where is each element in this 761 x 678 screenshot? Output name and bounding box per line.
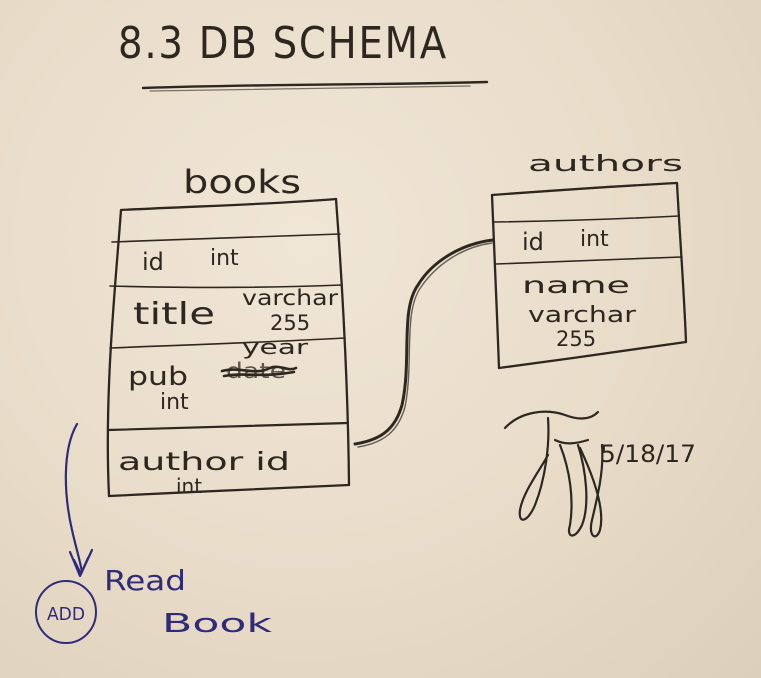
- books-field-author-id-type: int: [176, 474, 202, 498]
- authors-table-left: [490, 193, 501, 370]
- books-field-title-name: title: [133, 297, 215, 332]
- authors-table-title: authors: [528, 152, 683, 177]
- books-divider-1: [111, 233, 341, 243]
- authors-field-id-type: int: [580, 227, 609, 252]
- title-underline-2: [149, 85, 471, 92]
- books-table-top: [119, 197, 338, 212]
- books-field-id-type: int: [210, 246, 239, 271]
- signature-date: 5/18/17: [600, 440, 696, 468]
- books-table-right: [334, 197, 351, 487]
- annotation-read: Read: [104, 564, 186, 597]
- authors-table-top: [490, 181, 679, 197]
- authors-divider-1: [493, 215, 680, 223]
- annotation-arrow-head: [68, 548, 94, 578]
- annotation-badge: ADD: [47, 604, 85, 625]
- books-field-id-name: id: [142, 248, 164, 276]
- books-field-author-id-name: author id: [118, 447, 290, 476]
- annotation-badge-circle: [35, 580, 97, 644]
- books-table: [106, 197, 351, 498]
- title-underline: [141, 80, 489, 90]
- authors-field-name-name: name: [522, 273, 630, 299]
- signature-mark: [503, 410, 604, 538]
- books-field-pub-name: pub: [128, 362, 188, 392]
- books-divider-2: [109, 284, 343, 289]
- relationship-connector: [353, 238, 495, 446]
- books-field-title-type-extra: 255: [270, 311, 310, 335]
- books-table-bottom: [107, 483, 351, 498]
- authors-table-right: [675, 181, 688, 344]
- authors-field-id-name: id: [522, 228, 544, 256]
- books-field-title-type: varchar: [242, 286, 338, 310]
- authors-field-name-type-extra: 255: [556, 327, 596, 351]
- books-table-title: books: [183, 163, 301, 201]
- authors-table-bottom: [497, 340, 688, 370]
- books-divider-4: [106, 421, 350, 432]
- books-table-left: [106, 208, 123, 498]
- books-field-pub-type: int: [160, 390, 189, 415]
- page-title: 8.3 DB SCHEMA: [118, 18, 448, 69]
- authors-table: [490, 181, 688, 370]
- strikethrough-scribble: [220, 365, 298, 378]
- books-divider-3: [109, 337, 346, 349]
- authors-field-name-type: varchar: [528, 303, 637, 328]
- annotation-arrow-line: [64, 422, 84, 574]
- relationship-connector-stroke-2: [357, 242, 493, 448]
- annotation-book: Book: [162, 609, 272, 639]
- authors-divider-2: [495, 256, 683, 265]
- books-field-pub-type-correction: year: [242, 335, 309, 359]
